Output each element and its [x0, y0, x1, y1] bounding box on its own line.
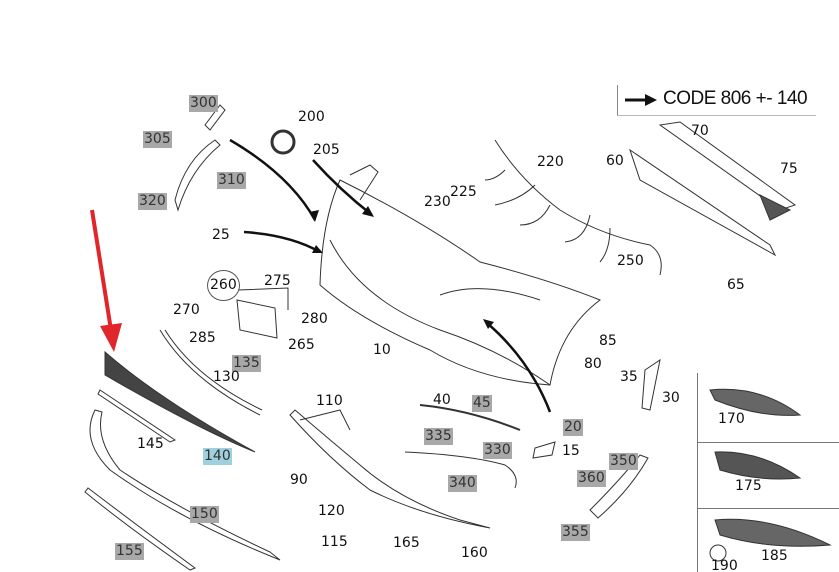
callout-130: 130	[213, 369, 240, 385]
variant-panel	[697, 373, 839, 572]
callout-35: 35	[620, 369, 638, 385]
callout-340: 340	[448, 475, 477, 492]
callout-135: 135	[232, 355, 261, 372]
callout-160: 160	[461, 545, 488, 561]
callout-85: 85	[599, 333, 617, 349]
callout-250: 250	[617, 253, 644, 269]
red-pointer-arrow	[90, 209, 122, 352]
callout-330: 330	[483, 442, 512, 459]
bumper-cover	[319, 179, 602, 386]
code-legend: CODE 806 +- 140	[617, 85, 816, 116]
callout-25: 25	[212, 227, 230, 243]
divider	[698, 442, 839, 443]
support-bracket	[629, 121, 797, 257]
callout-285: 285	[189, 330, 216, 346]
callout-225: 225	[450, 184, 477, 200]
lower-grille-140	[104, 350, 256, 453]
callout-155: 155	[115, 543, 144, 560]
callout-65: 65	[727, 277, 745, 293]
leader-arrow	[229, 138, 317, 221]
callout-75: 75	[780, 161, 798, 177]
callout-80: 80	[584, 356, 602, 372]
variant-grille-170	[709, 388, 802, 416]
callout-150: 150	[190, 506, 219, 523]
callout-140: 140	[203, 448, 232, 465]
callout-90: 90	[290, 472, 308, 488]
callout-20: 20	[563, 419, 583, 436]
callout-275: 275	[264, 273, 291, 289]
callout-205: 205	[313, 142, 340, 158]
callout-280: 280	[301, 311, 328, 327]
variant-grille-175	[714, 451, 802, 480]
callout-355: 355	[561, 524, 590, 541]
callout-350: 350	[609, 453, 638, 470]
callout-115: 115	[321, 534, 348, 550]
divider	[698, 508, 839, 509]
callout-270: 270	[173, 302, 200, 318]
callout-185: 185	[761, 548, 788, 564]
callout-320: 320	[138, 193, 167, 210]
spoiler-150	[89, 409, 281, 561]
callout-15: 15	[562, 443, 580, 459]
callout-335: 335	[424, 428, 453, 445]
callout-170: 170	[718, 411, 745, 427]
callout-165: 165	[393, 535, 420, 551]
star-emblem	[270, 129, 296, 155]
callout-10: 10	[373, 342, 391, 358]
callout-220: 220	[537, 154, 564, 170]
wiring-harness	[484, 139, 662, 276]
callout-30: 30	[662, 390, 680, 406]
callout-200: 200	[298, 109, 325, 125]
callout-70: 70	[691, 123, 709, 139]
callout-45: 45	[472, 395, 492, 412]
callout-300: 300	[189, 95, 218, 112]
callout-175: 175	[735, 478, 762, 494]
callout-260: 260	[207, 270, 240, 301]
callout-360: 360	[577, 470, 606, 487]
variant-grille-185	[714, 518, 832, 547]
callout-305: 305	[143, 131, 172, 148]
callout-265: 265	[288, 337, 315, 353]
callout-110: 110	[316, 393, 343, 409]
callout-145: 145	[137, 436, 164, 452]
arrow-right-icon	[625, 94, 657, 106]
callout-310: 310	[217, 172, 246, 189]
callout-190: 190	[711, 558, 738, 572]
callout-120: 120	[318, 503, 345, 519]
code-text: CODE 806 +- 140	[663, 88, 808, 109]
callout-230: 230	[424, 194, 451, 210]
air-duct-110	[289, 409, 491, 529]
callout-60: 60	[606, 153, 624, 169]
callout-40: 40	[433, 392, 451, 408]
